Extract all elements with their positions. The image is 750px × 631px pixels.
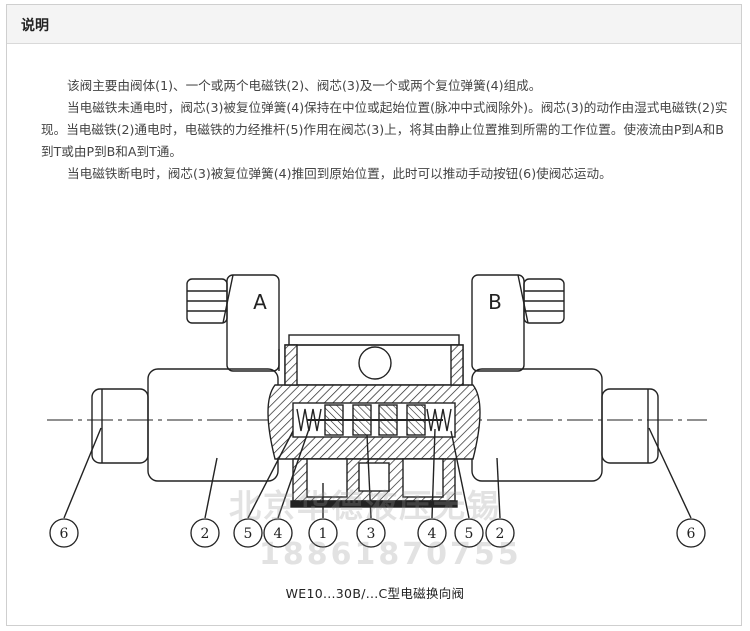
callout-6-left: 6	[60, 526, 69, 542]
callout-4-right: 4	[428, 526, 437, 542]
valve-section-drawing: A B 6 2 5 4 1 3 4 5 2 6	[47, 274, 707, 548]
figure-caption: WE10...30B/...C型电磁换向阀	[285, 586, 465, 601]
solenoid-label-b: B	[488, 290, 502, 314]
callout-2-right: 2	[496, 526, 505, 542]
description-text: 该阀主要由阀体(1)、一个或两个电磁铁(2)、阀芯(3)及一个或两个复位弹簧(4…	[41, 75, 731, 185]
description-paragraph-3: 当电磁铁断电时，阀芯(3)被复位弹簧(4)推回到原始位置，此时可以推动手动按钮(…	[67, 166, 612, 181]
callout-3: 3	[367, 526, 376, 542]
description-paragraph-1: 该阀主要由阀体(1)、一个或两个电磁铁(2)、阀芯(3)及一个或两个复位弹簧(4…	[67, 78, 542, 93]
callout-1: 1	[319, 526, 328, 542]
callout-4-left: 4	[274, 526, 283, 542]
solenoid-label-a: A	[253, 290, 267, 314]
callout-2-left: 2	[201, 526, 210, 542]
description-paragraph-2: 当电磁铁未通电时，阀芯(3)被复位弹簧(4)保持在中位或起始位置(脉冲中式阀除外…	[41, 100, 728, 159]
section-title: 说明	[21, 18, 49, 34]
content-panel: 说明 该阀主要由阀体(1)、一个或两个电磁铁(2)、阀芯(3)及一个或两个复位弹…	[6, 4, 742, 626]
callout-5-left: 5	[244, 526, 253, 542]
callout-6-right: 6	[687, 526, 696, 542]
section-header: 说明	[7, 5, 741, 44]
callout-5-right: 5	[465, 526, 474, 542]
